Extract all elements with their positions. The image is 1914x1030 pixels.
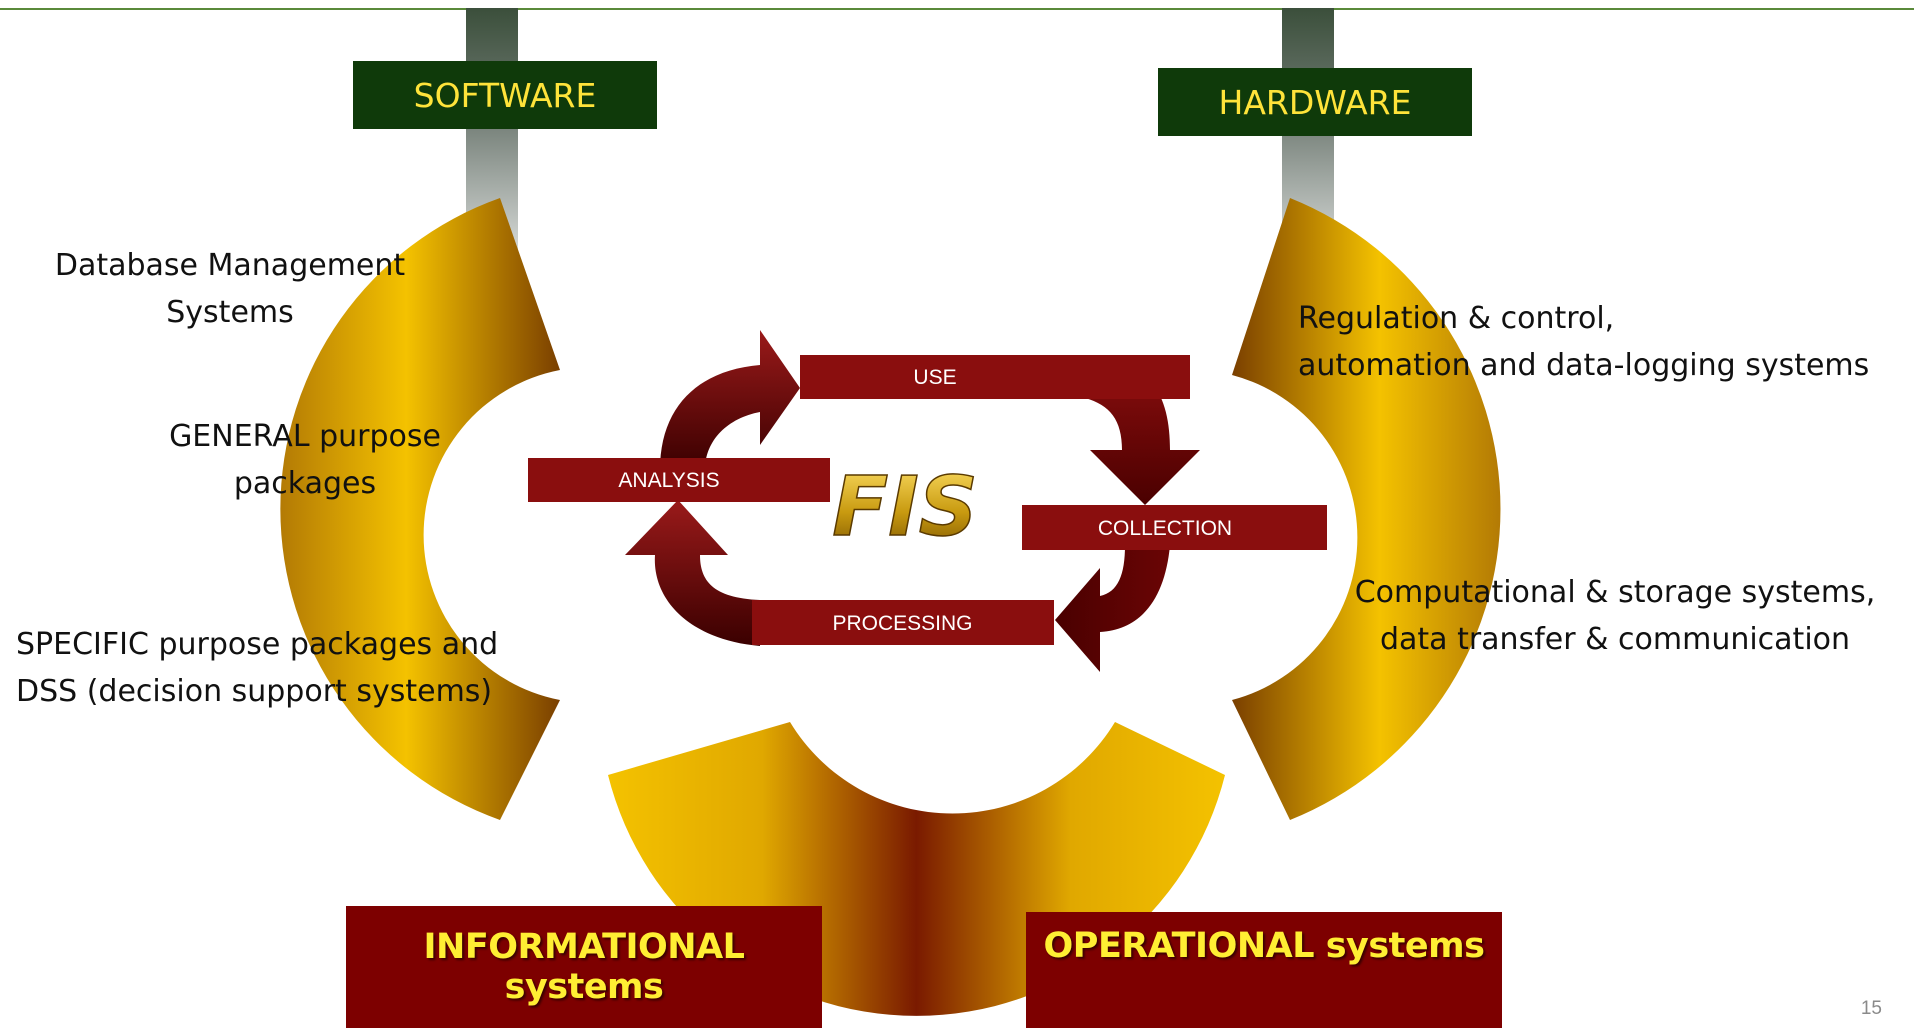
hardware-arc	[1232, 198, 1501, 820]
processing-bar	[752, 600, 1054, 645]
dbms-line1: Database Management	[54, 248, 406, 283]
processing-label: PROCESSING	[832, 612, 973, 635]
software-header: SOFTWARE	[353, 61, 657, 129]
informational-systems-box: INFORMATIONAL systems	[346, 906, 822, 1028]
operational-systems-box: OPERATIONAL systems	[1026, 912, 1502, 1028]
specific-line1: SPECIFIC purpose packages and	[16, 627, 499, 662]
specific-line2: DSS (decision support systems)	[16, 673, 493, 709]
software-arc	[280, 198, 560, 820]
general-line1: GENERAL purpose	[169, 419, 441, 454]
use-bar	[800, 355, 1190, 399]
dbms-line2: Systems	[166, 294, 294, 330]
operational-label: OPERATIONAL systems	[1043, 926, 1485, 966]
analysis-bar	[528, 458, 830, 502]
informational-line1: INFORMATIONAL	[423, 927, 745, 967]
hardware-header: HARDWARE	[1158, 68, 1472, 136]
processing-arrow	[1055, 545, 1170, 672]
regulation-line2: automation and data-logging systems	[1298, 347, 1870, 383]
dbms-label: Database Management Systems	[40, 243, 420, 336]
informational-line2: systems	[504, 967, 664, 1007]
regulation-label: Regulation & control, automation and dat…	[1298, 296, 1898, 389]
page-number: 15	[1860, 998, 1882, 1019]
use-label: USE	[913, 366, 957, 389]
specific-packages-label: SPECIFIC purpose packages and DSS (decis…	[16, 622, 536, 715]
computational-label: Computational & storage systems, data tr…	[1325, 570, 1905, 663]
analysis-arrow	[625, 500, 760, 646]
regulation-line1: Regulation & control,	[1298, 301, 1615, 336]
general-line2: packages	[233, 465, 377, 501]
computational-line1: Computational & storage systems,	[1354, 575, 1876, 610]
fis-logo: FIS	[832, 460, 978, 555]
collection-bar	[1022, 505, 1327, 550]
general-packages-label: GENERAL purpose packages	[140, 414, 470, 507]
analysis-label: ANALYSIS	[618, 469, 720, 492]
collection-label: COLLECTION	[1097, 517, 1233, 540]
computational-line2: data transfer & communication	[1379, 621, 1851, 657]
top-rule	[0, 8, 1914, 10]
use-arrow	[660, 330, 800, 470]
